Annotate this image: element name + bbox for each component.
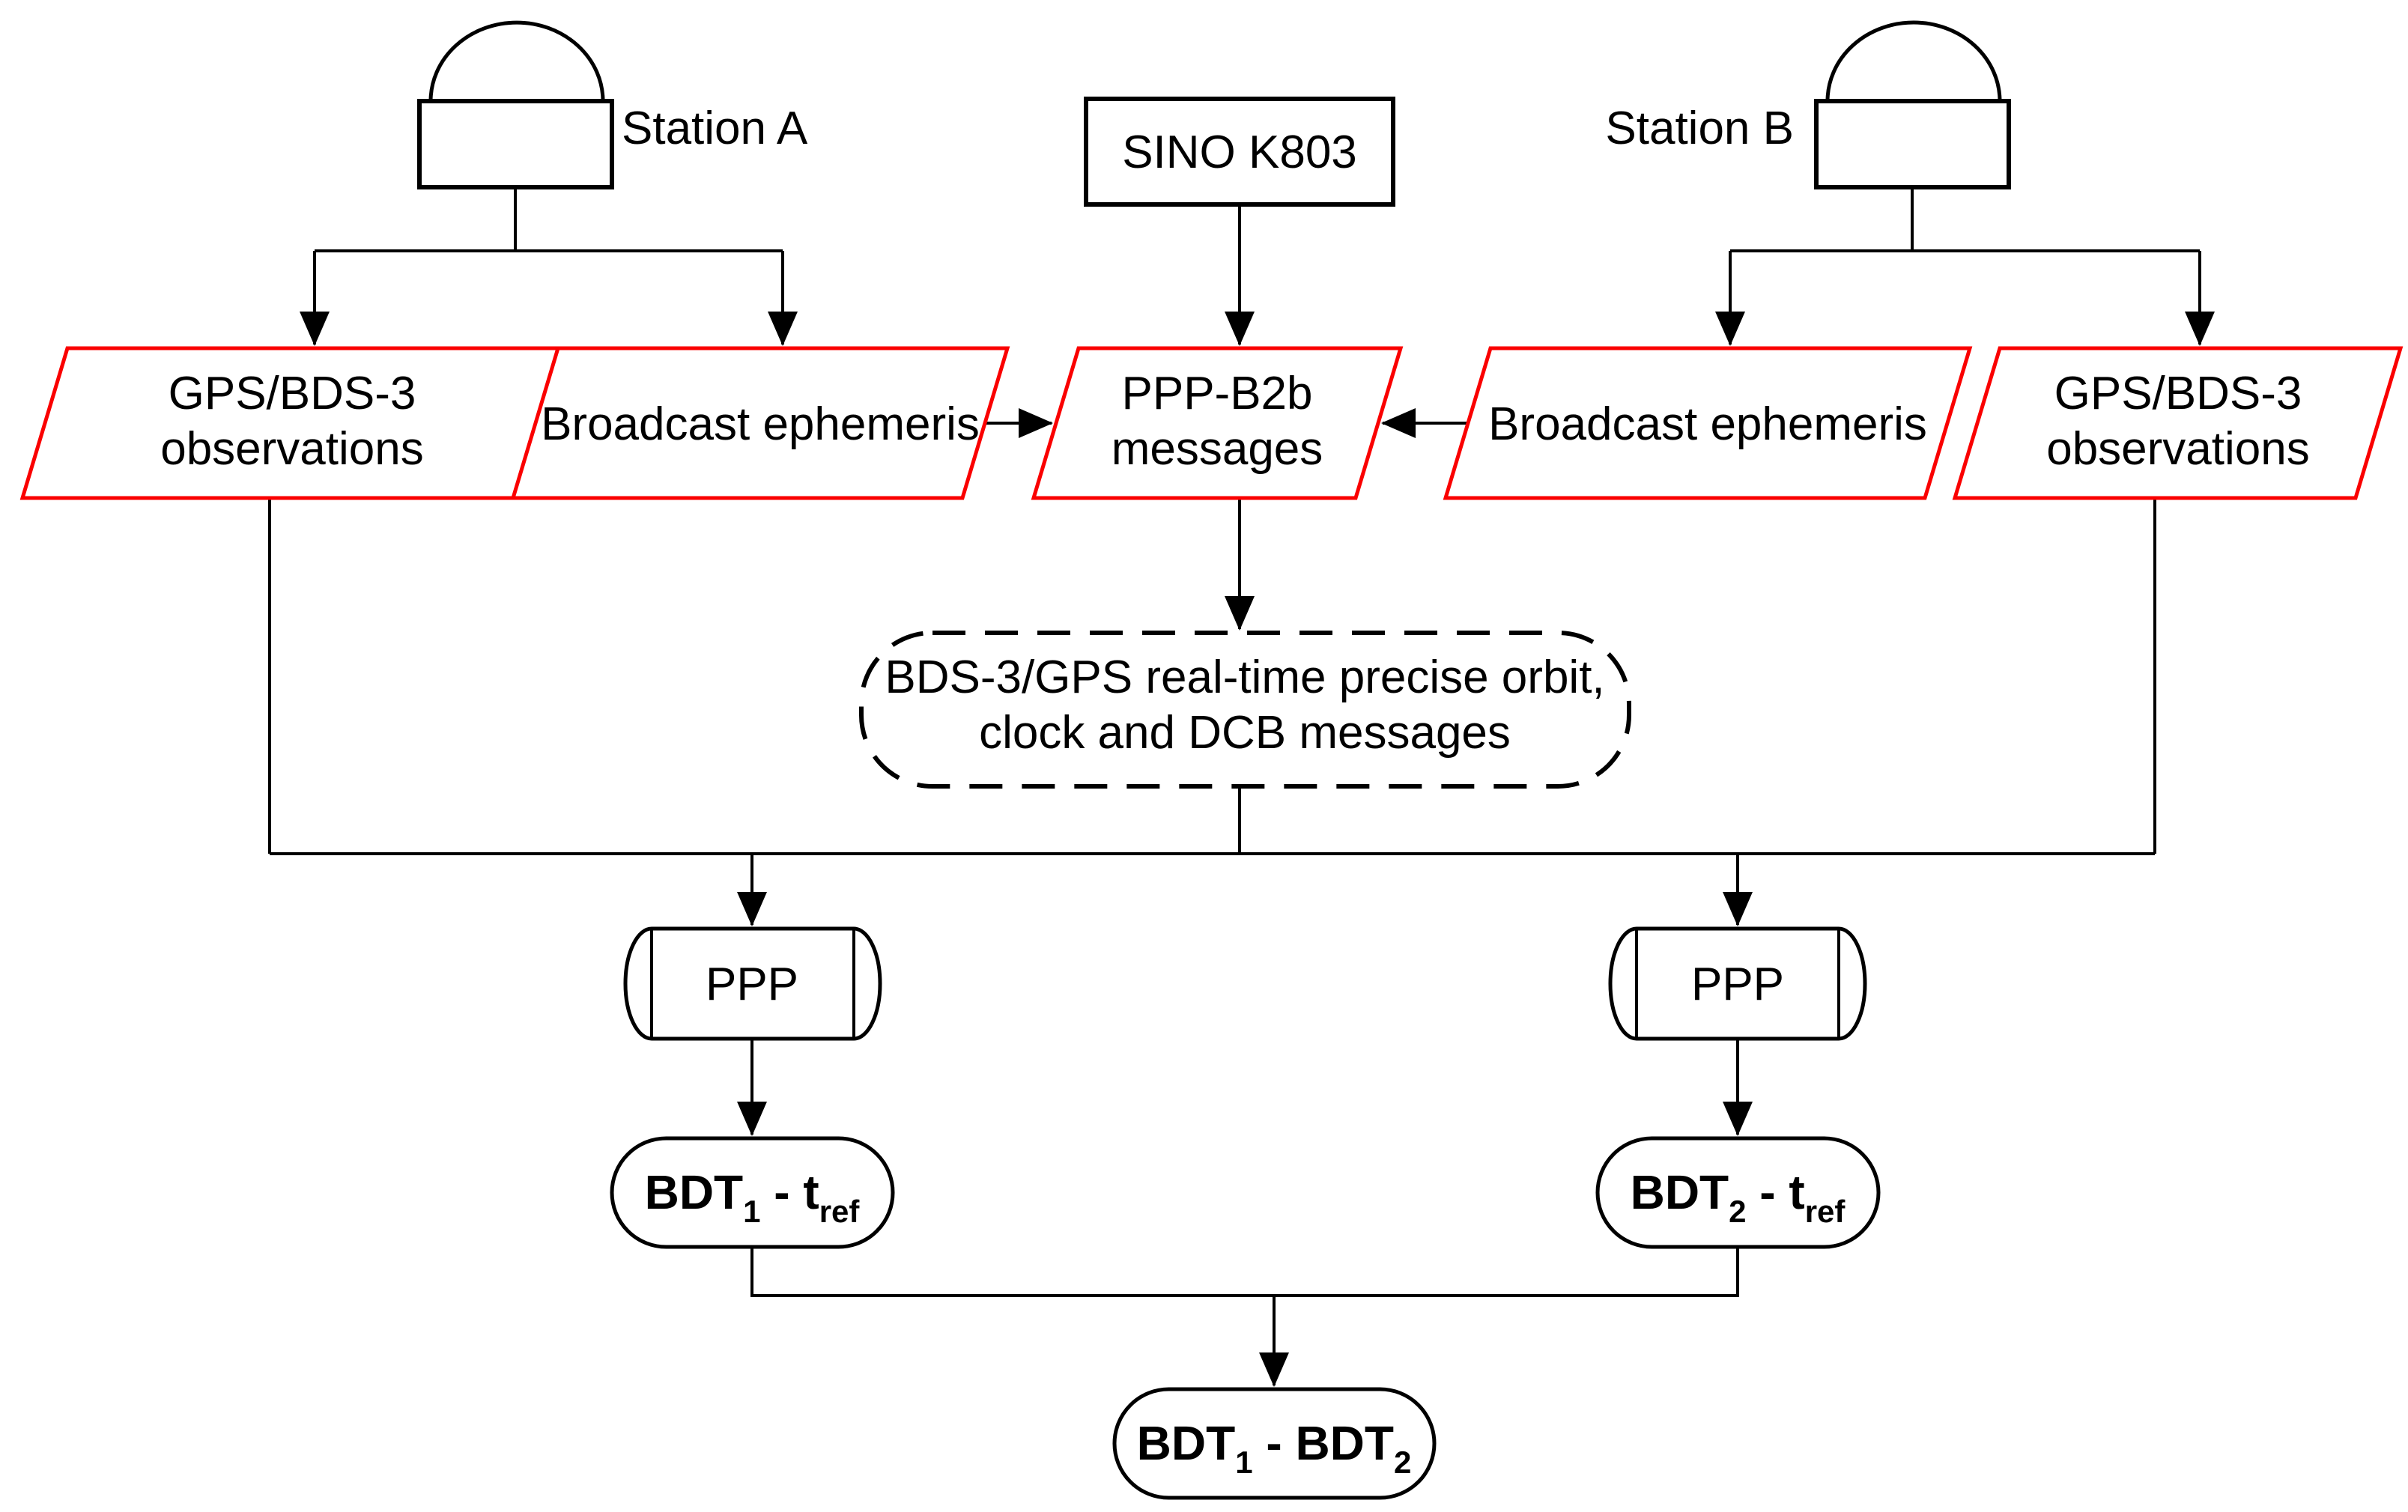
bdt1-base: BDT	[645, 1165, 744, 1219]
corrections-outline	[859, 631, 1631, 789]
bdt-difference-label: BDT1 - BDT2	[1137, 1416, 1412, 1480]
ephemeris-a-outline	[510, 346, 1010, 500]
observations-b-line2: observations	[2046, 423, 2310, 475]
bdt2-ref-subscript: ref	[1805, 1194, 1846, 1229]
bdt-difference-outline	[1112, 1387, 1437, 1500]
observations-b-parallelogram: GPS/BDS-3 observations	[1952, 346, 2404, 500]
station-a-label: Station A	[622, 103, 808, 154]
ephemeris-a-parallelogram: Broadcast ephemeris	[510, 346, 1010, 500]
bdt2-label: BDT2 - tref	[1631, 1165, 1846, 1229]
connectors	[268, 187, 2215, 1387]
bdt1-subscript: 1	[743, 1194, 760, 1229]
ephemeris-a-label: Broadcast ephemeris	[541, 398, 980, 450]
bdt1-label: BDT1 - tref	[645, 1165, 861, 1229]
diff-subscript1: 1	[1235, 1445, 1252, 1480]
ppp-b2b-outline	[1031, 346, 1404, 500]
bdt2-minus-t: - t	[1747, 1165, 1805, 1219]
bdt2-subscript: 2	[1729, 1194, 1746, 1229]
corrections-line2: clock and DCB messages	[979, 707, 1511, 759]
observations-b-line1: GPS/BDS-3	[2054, 368, 2302, 419]
ppp-b2b-line1: PPP-B2b	[1121, 368, 1312, 419]
bdt1-outline	[610, 1136, 895, 1249]
station-b-antenna-body	[1814, 99, 2011, 189]
ephemeris-b-parallelogram: Broadcast ephemeris	[1443, 346, 1973, 500]
bdt-difference-box: BDT1 - BDT2	[1112, 1387, 1437, 1500]
bdt2-base: BDT	[1631, 1165, 1729, 1219]
station-a-antenna-dome	[428, 20, 605, 102]
corrections-line1: BDS-3/GPS real-time precise orbit,	[885, 652, 1604, 703]
ppp-b2b-parallelogram: PPP-B2b messages	[1031, 346, 1404, 500]
bdt1-ref-subscript: ref	[819, 1194, 861, 1229]
observations-b-outline	[1952, 346, 2404, 500]
observations-a-parallelogram: GPS/BDS-3 observations	[19, 346, 565, 500]
ephemeris-b-outline	[1443, 346, 1973, 500]
ppp-right-drum: PPP	[1608, 926, 1867, 1041]
diff-subscript2: 2	[1394, 1445, 1411, 1480]
station-b-antenna-dome	[1825, 20, 2002, 102]
bdt1-merge-line	[750, 1247, 1274, 1297]
ephemeris-b-label: Broadcast ephemeris	[1488, 398, 1927, 450]
observations-a-line1: GPS/BDS-3	[169, 368, 416, 419]
ppp-left-drum: PPP	[623, 926, 882, 1041]
station-b-label: Station B	[1605, 103, 1794, 154]
bdt2-merge-line	[1274, 1247, 1739, 1297]
station-b-antenna	[1814, 20, 2011, 189]
corrections-dashed-box: BDS-3/GPS real-time precise orbit, clock…	[859, 631, 1631, 789]
bdt2-outline	[1595, 1136, 1881, 1249]
bdt1-result-box: BDT1 - tref	[610, 1136, 895, 1249]
observations-a-line2: observations	[160, 423, 424, 475]
sino-receiver-box: SINO K803	[1084, 97, 1395, 207]
ppp-left-label: PPP	[706, 959, 798, 1010]
sino-receiver-rect	[1084, 97, 1395, 207]
station-a-antenna-body	[417, 99, 614, 189]
ppp-right-label: PPP	[1691, 959, 1784, 1010]
diff-minus-bdt: - BDT	[1253, 1416, 1394, 1470]
ppp-b2b-line2: messages	[1111, 423, 1323, 475]
station-a-antenna	[417, 20, 614, 189]
diff-base: BDT	[1137, 1416, 1236, 1470]
bdt1-minus-t: - t	[761, 1165, 819, 1219]
sino-receiver-label: SINO K803	[1122, 127, 1357, 178]
bdt2-result-box: BDT2 - tref	[1595, 1136, 1881, 1249]
